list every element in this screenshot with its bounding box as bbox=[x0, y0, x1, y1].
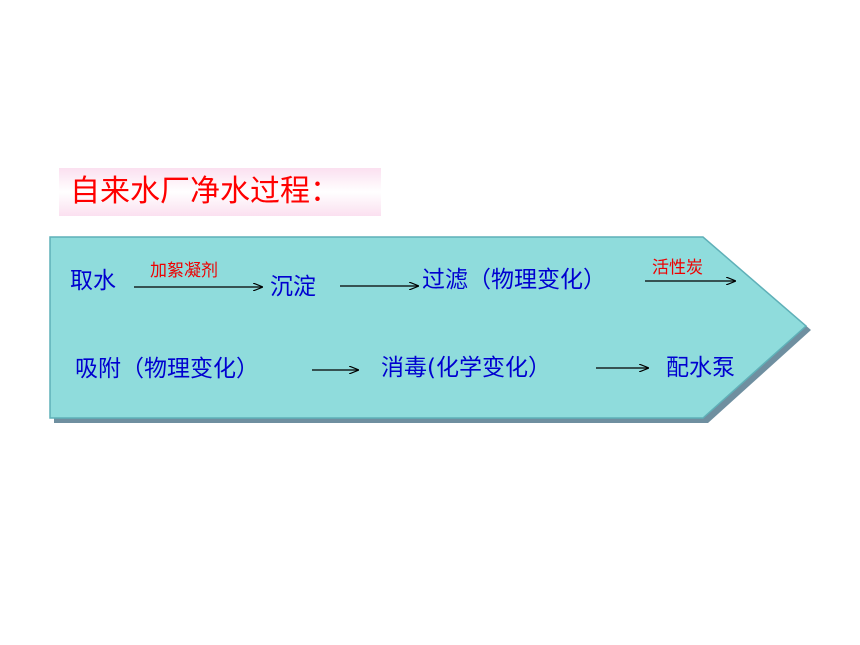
title-highlight-box bbox=[59, 168, 381, 216]
reagent-activated-carbon: 活性炭 bbox=[652, 258, 703, 278]
banner-body bbox=[49, 236, 808, 419]
step-intake: 取水 bbox=[70, 268, 116, 294]
reagent-flocculant: 加絮凝剂 bbox=[150, 261, 218, 281]
slide-title: 自来水厂净水过程： bbox=[70, 174, 340, 209]
step-filtration: 过滤（物理变化） bbox=[422, 267, 606, 293]
step-sedimentation: 沉淀 bbox=[270, 274, 316, 300]
step-distribution-pump: 配水泵 bbox=[666, 355, 735, 381]
step-adsorption: 吸附（物理变化） bbox=[75, 356, 259, 382]
step-disinfection: 消毒(化学变化） bbox=[381, 355, 551, 381]
